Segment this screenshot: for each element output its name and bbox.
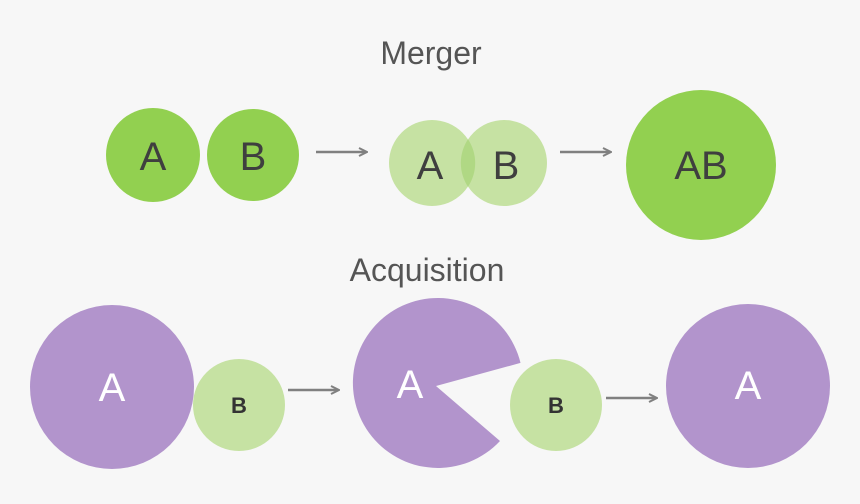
acquirer-a-label: A [99,366,126,410]
acquisition-title: Acquisition [350,252,505,288]
merged-company-label: AB [674,144,727,188]
company-a-label-merging: A [417,144,444,188]
acquirer-a-pacman-shape [352,297,521,468]
company-b-circle [207,109,299,201]
target-b-circle-consumed [510,359,602,451]
target-b-label-consumed: B [548,393,564,418]
company-a-circle [106,108,200,202]
target-b-circle [193,359,285,451]
acquirer-a-result-circle [666,304,830,468]
company-a-circle-merging [389,120,475,206]
acquirer-a-result-label: A [735,364,762,408]
company-b-label-merging: B [493,144,520,188]
acquisition-step1: A B [30,305,285,469]
merged-company-circle [626,90,776,240]
company-b-circle-merging [461,120,547,206]
merger-step1: A B [106,108,299,202]
merger-result: AB [626,90,776,240]
acquirer-a-label-consuming: A [397,363,424,407]
merger-step2: A B [389,120,547,206]
company-b-label: B [240,135,267,179]
acquirer-a-circle [30,305,194,469]
merger-overlap-region [460,139,476,187]
company-a-label: A [140,135,167,179]
acquisition-step2: A B [352,297,602,468]
target-b-label: B [231,393,247,418]
acquisition-result: A [666,304,830,468]
merger-title: Merger [380,35,482,71]
